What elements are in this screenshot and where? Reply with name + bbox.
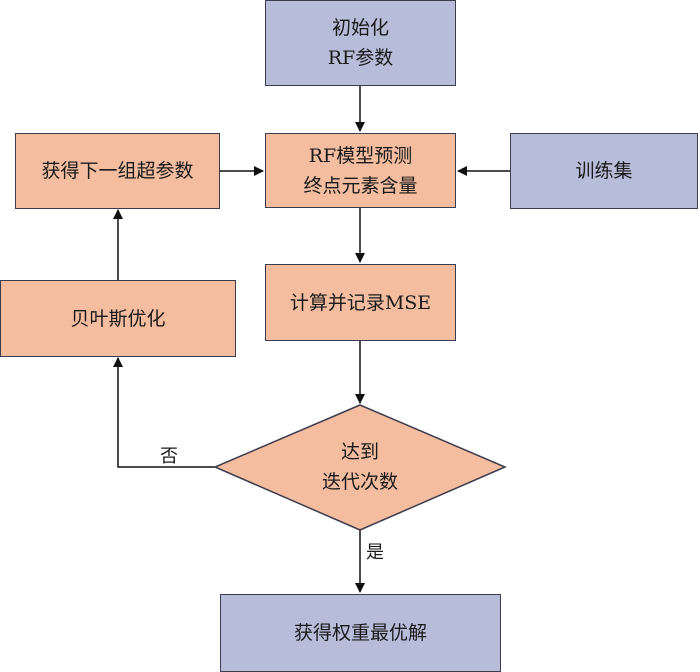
node-predict-line-1: RF模型预测 [308, 144, 413, 167]
node-next-params: 获得下一组超参数 [15, 133, 220, 209]
node-mse-label: 计算并记录MSE [289, 291, 432, 314]
node-training-set: 训练集 [510, 133, 698, 209]
node-decision-text: 达到 迭代次数 [260, 437, 460, 497]
node-result: 获得权重最优解 [220, 594, 501, 672]
node-mse: 计算并记录MSE [265, 264, 456, 341]
arrow-decision-to-bayesian [113, 357, 215, 468]
edge-label-yes: 是 [366, 542, 384, 563]
edge-label-no: 否 [160, 446, 178, 467]
node-init: 初始化 RF参数 [265, 0, 456, 86]
node-bayesian-label: 贝叶斯优化 [70, 307, 166, 330]
node-next-params-label: 获得下一组超参数 [41, 160, 194, 182]
node-decision-line-1: 达到 [340, 441, 379, 463]
node-decision-line-2: 迭代次数 [321, 471, 398, 493]
node-predict-line-2: 终点元素含量 [303, 174, 418, 197]
decision-diamond [213, 404, 507, 531]
node-predict: RF模型预测 终点元素含量 [265, 133, 456, 208]
node-training-set-label: 训练集 [575, 160, 633, 182]
node-init-line-1: 初始化 [331, 17, 389, 39]
node-bayesian: 贝叶斯优化 [0, 280, 236, 357]
node-result-label: 获得权重最优解 [293, 622, 427, 644]
node-init-line-2: RF参数 [327, 47, 394, 69]
